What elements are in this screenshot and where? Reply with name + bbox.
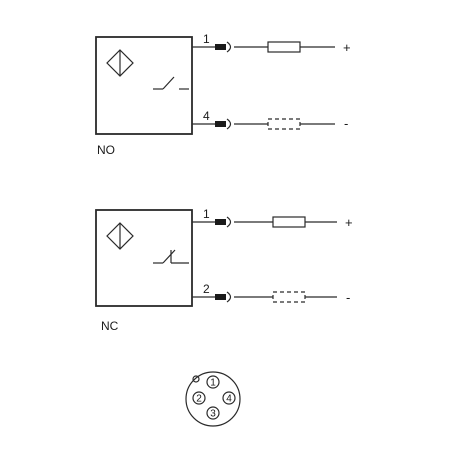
pin-contact-nc-top	[215, 219, 226, 225]
connector-pin-4	[222, 391, 236, 405]
connector-pin-1	[206, 375, 220, 389]
pin-contact-no-bottom	[215, 121, 226, 127]
polarity-minus-no: -	[344, 116, 348, 131]
pin-contact-no-top	[215, 44, 226, 50]
connector-pin-2	[192, 391, 206, 405]
connector-pin-label-2: 2	[196, 394, 202, 405]
sensor-body-nc	[95, 209, 193, 307]
nc-diagram: 1 2 + - NC	[95, 207, 353, 333]
load-resistor-nc-top	[272, 216, 306, 228]
connector-pin-label-3: 3	[210, 409, 216, 420]
connector-key-icon	[192, 375, 200, 383]
connector-pinout: 1 2 3 4	[185, 371, 241, 427]
connector-pin-label-4: 4	[226, 394, 232, 405]
inductive-sensor-icon	[106, 49, 134, 77]
pin-contact-nc-bottom	[215, 294, 226, 300]
plug-socket-icon	[226, 118, 232, 130]
diagram-label-no: NO	[97, 143, 115, 157]
plug-socket-icon	[226, 216, 232, 228]
pin-number-nc-top: 1	[203, 207, 210, 221]
nc-switch-icon	[153, 249, 189, 264]
no-diagram: 1 4 + - NO	[95, 32, 351, 157]
pin-number-no-top: 1	[203, 32, 210, 46]
load-resistor-no-top	[267, 41, 301, 53]
no-switch-icon	[153, 76, 189, 90]
optional-load-no-bottom	[267, 118, 301, 130]
polarity-minus-nc: -	[346, 290, 350, 305]
sensor-body-no	[95, 36, 193, 135]
connector-pin-label-1: 1	[210, 378, 216, 389]
connector-outline	[185, 371, 241, 427]
plug-socket-icon	[226, 291, 232, 303]
optional-load-nc-bottom	[272, 291, 306, 303]
inductive-sensor-icon	[106, 222, 134, 250]
polarity-plus-nc: +	[345, 215, 353, 230]
pin-number-nc-bottom: 2	[203, 282, 210, 296]
plug-socket-icon	[226, 41, 232, 53]
pin-number-no-bottom: 4	[203, 109, 210, 123]
polarity-plus-no: +	[343, 40, 351, 55]
connector-pin-3	[206, 406, 220, 420]
diagram-label-nc: NC	[101, 319, 119, 333]
